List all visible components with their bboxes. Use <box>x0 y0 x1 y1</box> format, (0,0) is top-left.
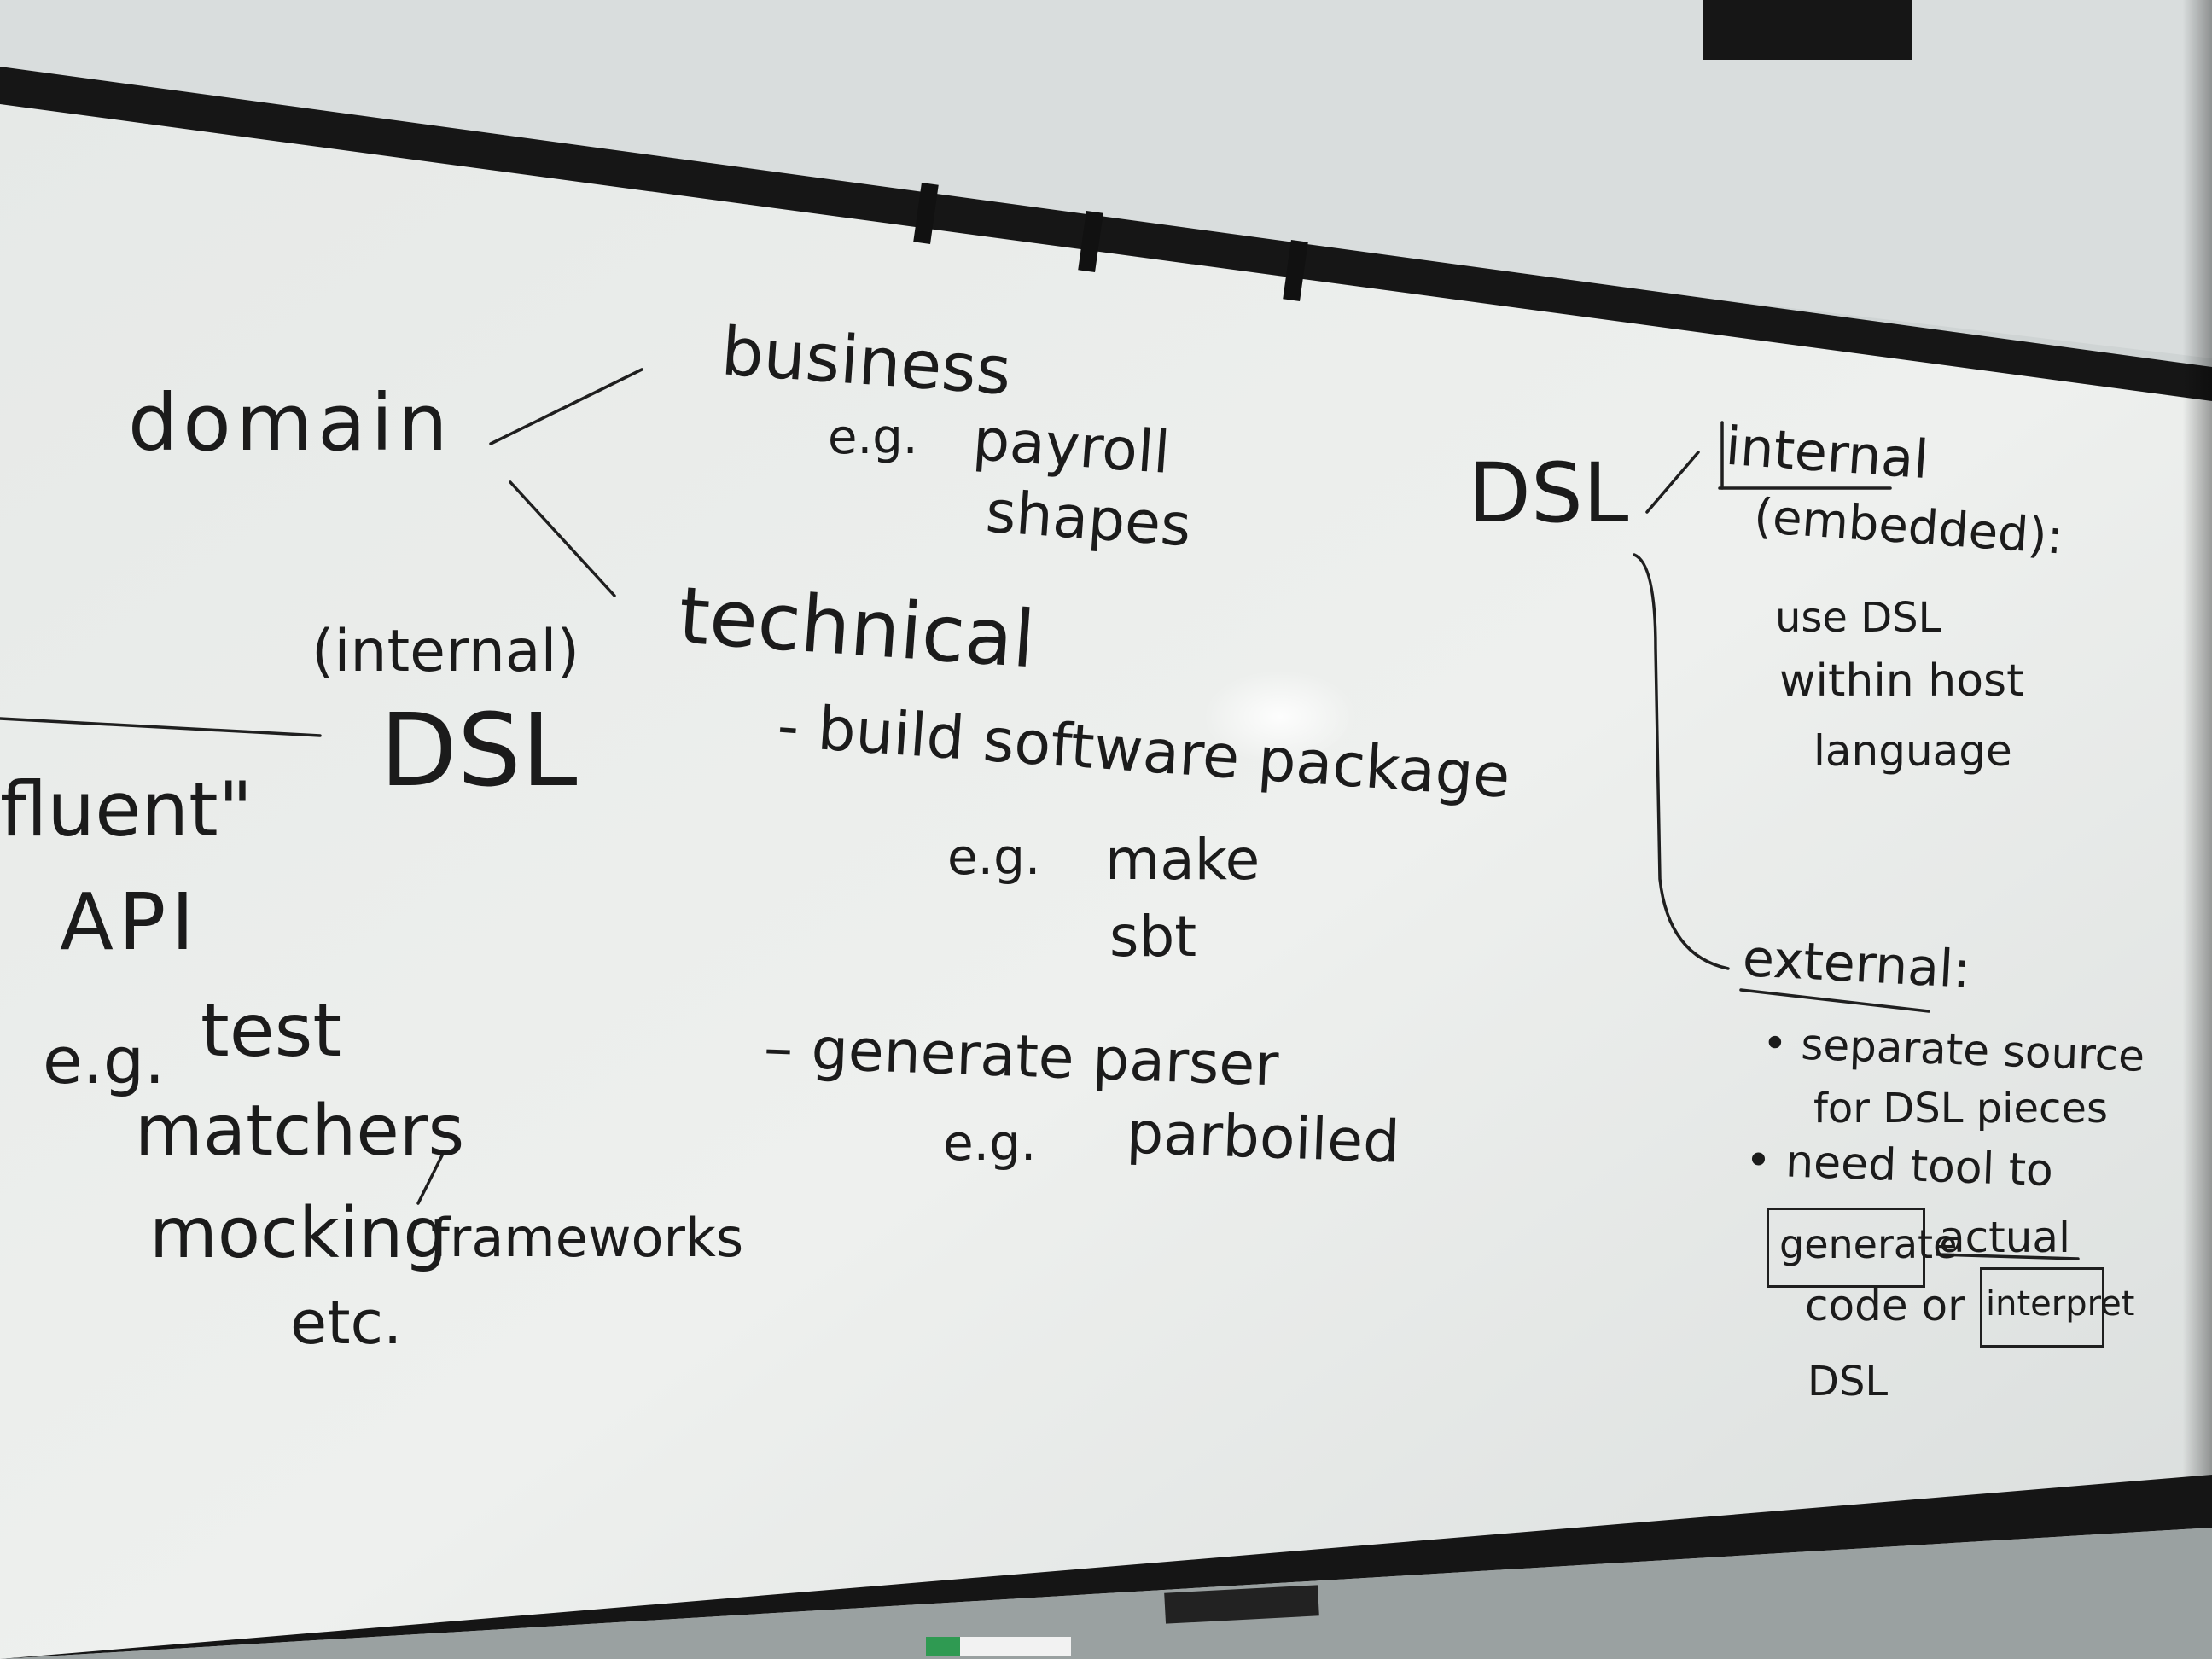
rail-clip <box>913 182 939 245</box>
build-example-sbt: sbt <box>1109 904 1197 969</box>
fluent-label: fluent" <box>0 765 253 853</box>
business-example-shapes: shapes <box>983 478 1194 561</box>
internal-dsl-title: DSL <box>380 691 578 809</box>
example-etc: etc. <box>290 1288 403 1358</box>
parser-eg: e.g. <box>943 1114 1037 1172</box>
internal-desc-1: use DSL <box>1775 594 1941 642</box>
example-matchers: matchers <box>135 1091 465 1172</box>
generate-label: generate <box>1779 1221 1958 1267</box>
business-eg: e.g. <box>828 410 918 465</box>
actual-label: actual <box>1939 1213 2070 1262</box>
eraser <box>1164 1585 1319 1624</box>
rail-clip <box>1283 239 1308 302</box>
example-test: test <box>201 988 342 1074</box>
external-heading: external: <box>1741 928 1972 1000</box>
rail-clip <box>1078 210 1103 273</box>
build-example-make: make <box>1105 827 1260 893</box>
marker-tray <box>0 1475 2212 1659</box>
internal-eg: e.g. <box>43 1022 166 1098</box>
example-frameworks: frameworks <box>431 1207 744 1269</box>
business-example-payroll: payroll <box>970 406 1173 487</box>
projector <box>1703 0 1912 60</box>
internal-heading: internal <box>1723 414 1931 492</box>
dsl-types-root: DSL <box>1468 445 1629 541</box>
build-eg: e.g. <box>947 828 1041 886</box>
external-tail-dsl: DSL <box>1807 1358 1889 1406</box>
internal-desc-2: within host <box>1779 655 2024 707</box>
internal-qualifier: (internal) <box>311 618 579 685</box>
external-bullet-2: • need tool to <box>1744 1134 2054 1197</box>
interpret-label: interpret <box>1986 1284 2135 1324</box>
interpret-box <box>1980 1267 2104 1348</box>
internal-desc-3: language <box>1813 726 2012 776</box>
business-label: business <box>719 313 1014 410</box>
external-bullet-1: • separate source <box>1761 1018 2145 1081</box>
example-mocking: mocking <box>149 1193 448 1274</box>
technical-label: technical <box>675 569 1039 686</box>
api-label: API <box>60 876 200 968</box>
parser-item: – generate parser <box>762 1014 1280 1100</box>
top-rail <box>0 67 2212 401</box>
marker <box>926 1637 1071 1656</box>
external-bullet-1-cont: for DSL pieces <box>1813 1085 2108 1132</box>
generate-box <box>1767 1208 1925 1288</box>
code-or-label: code or <box>1805 1281 1965 1330</box>
parser-example-parboiled: parboiled <box>1125 1099 1401 1177</box>
domain-label: domain <box>128 377 453 469</box>
